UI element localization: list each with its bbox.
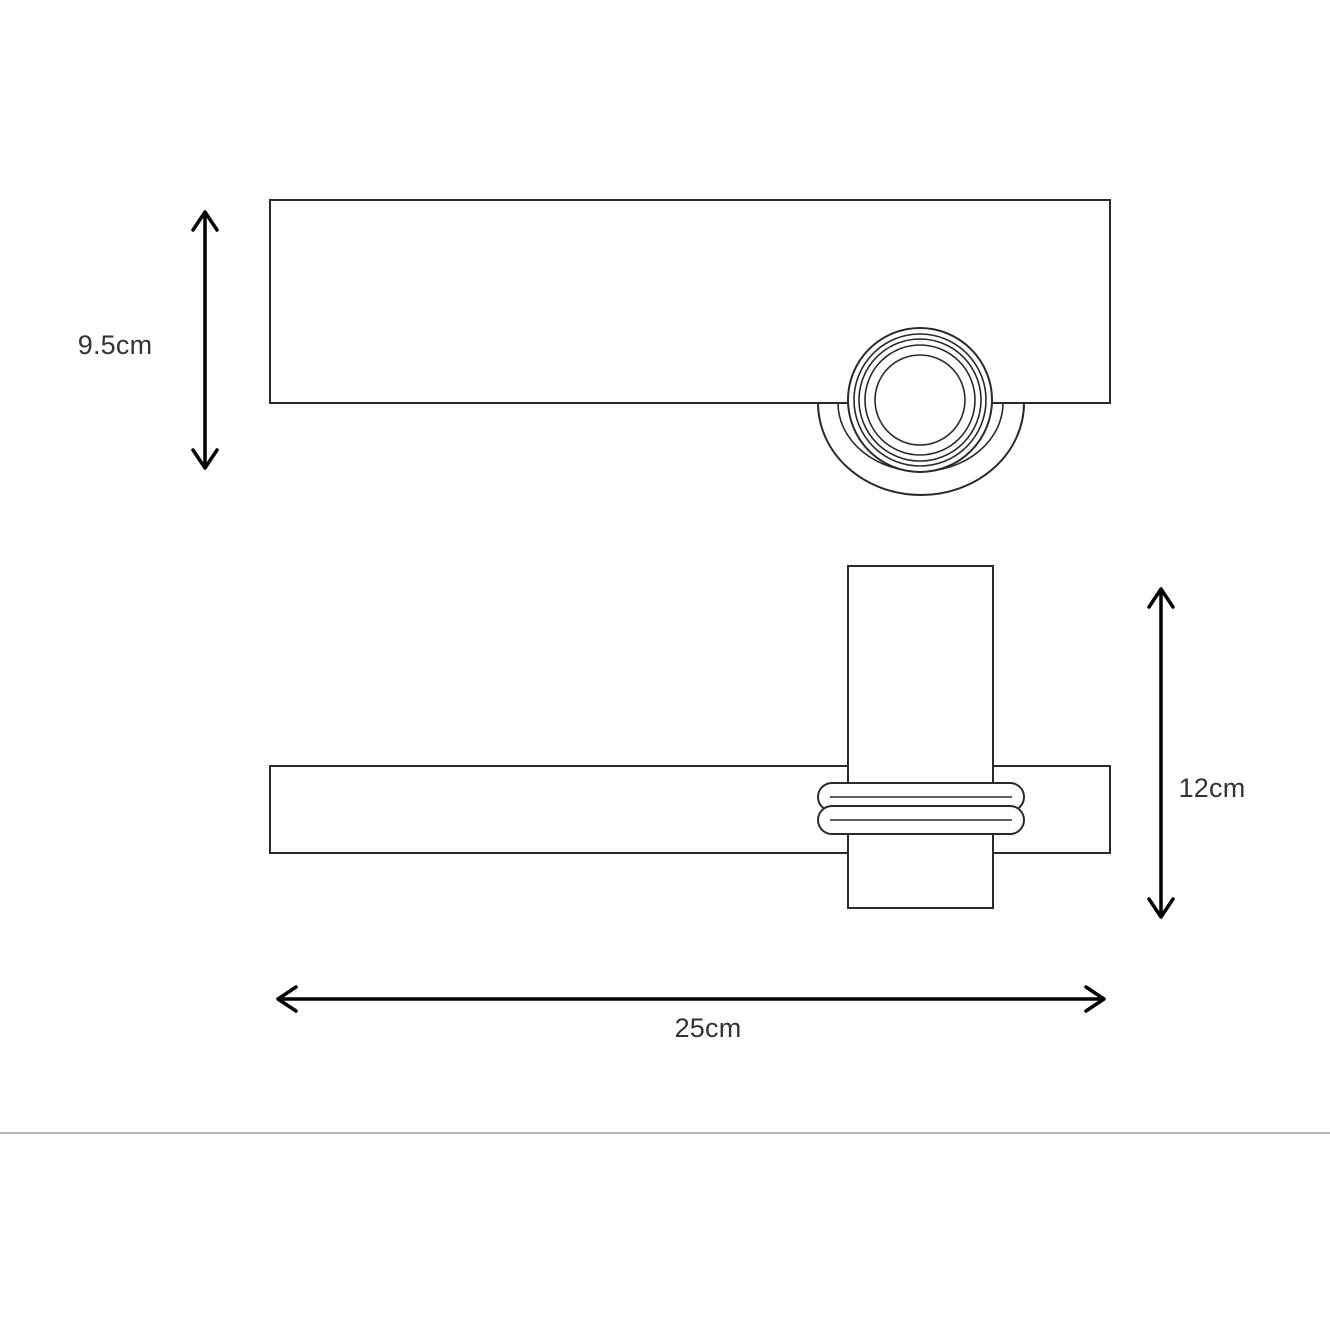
top-view — [269, 565, 1111, 909]
dimension-height: 9.5cm — [78, 210, 219, 470]
knob-front — [847, 327, 993, 473]
dimension-label-projection: 12cm — [1179, 773, 1246, 803]
mount-top — [847, 565, 994, 909]
dimension-label-width: 25cm — [675, 1013, 742, 1043]
dimension-projection: 12cm — [1147, 587, 1246, 919]
dimension-width: 25cm — [276, 985, 1106, 1043]
arrow-down-icon — [1147, 897, 1175, 919]
arrow-right-icon — [1084, 985, 1106, 1013]
dimension-label-height: 9.5cm — [78, 330, 153, 360]
arrow-up-icon — [191, 210, 219, 232]
arrow-down-icon — [191, 448, 219, 470]
arrow-left-icon — [276, 985, 298, 1013]
arrow-up-icon — [1147, 587, 1175, 609]
collar-rings — [817, 782, 1025, 835]
front-view — [269, 199, 1111, 496]
